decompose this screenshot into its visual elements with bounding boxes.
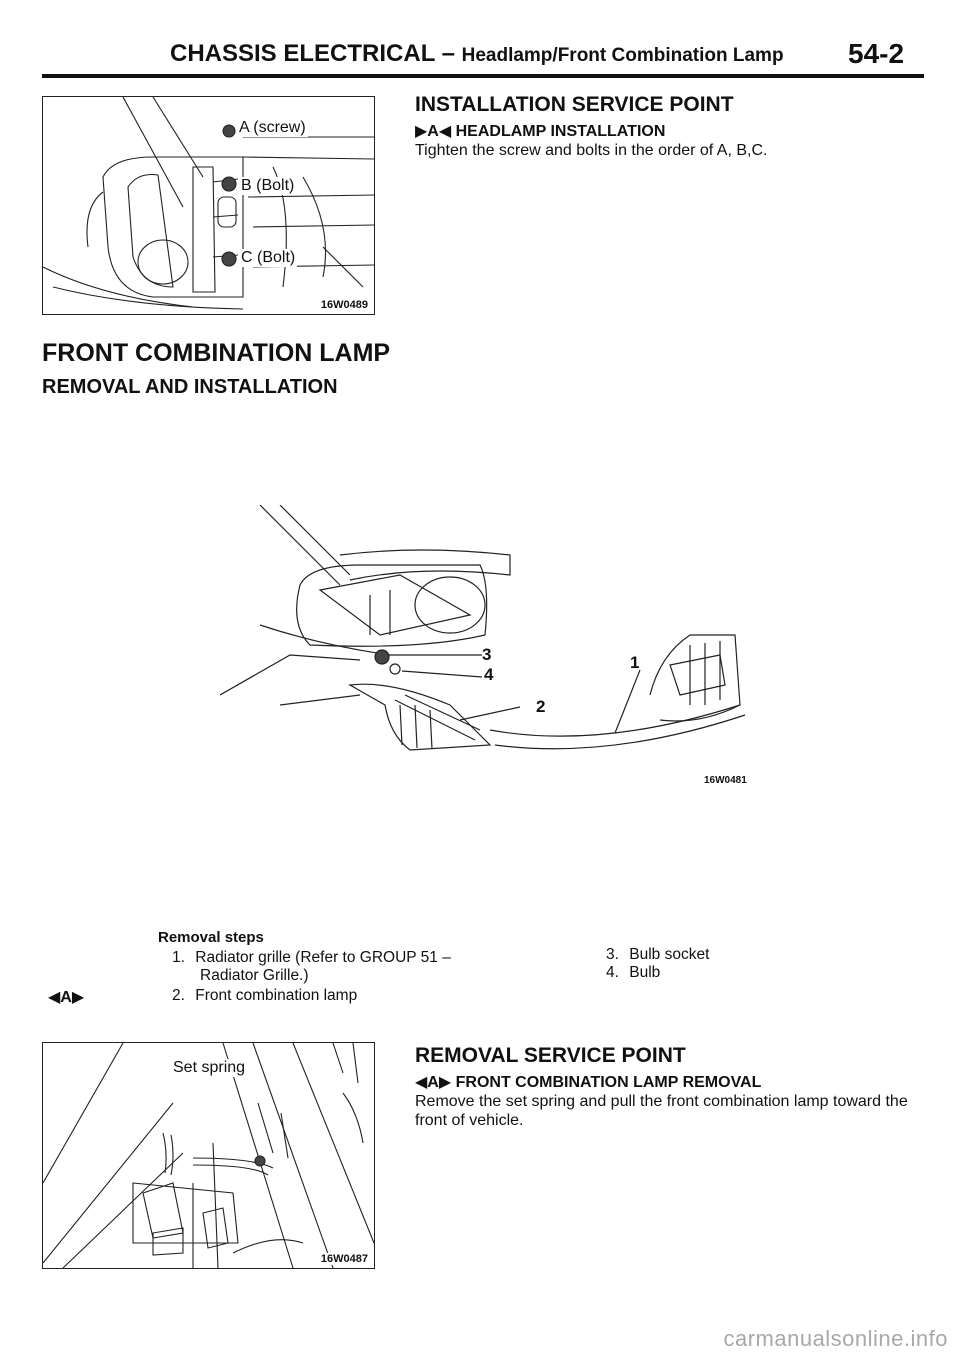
step-text-cont: Radiator Grille.) bbox=[200, 967, 309, 984]
figure-code: 16W0487 bbox=[318, 1253, 370, 1265]
front-lamp-removal-heading: ◀A▶ FRONT COMBINATION LAMP REMOVAL bbox=[415, 1072, 761, 1092]
service-marker-a: ◀A▶ bbox=[415, 1074, 452, 1091]
label-a-screw: A (screw) bbox=[237, 119, 308, 137]
header-section: CHASSIS ELECTRICAL bbox=[170, 40, 435, 67]
installation-service-title: INSTALLATION SERVICE POINT bbox=[415, 93, 734, 116]
front-combination-lamp-title: FRONT COMBINATION LAMP bbox=[42, 339, 391, 367]
exploded-illustration bbox=[220, 505, 746, 751]
headlamp-installation-subtitle: HEADLAMP INSTALLATION bbox=[455, 123, 666, 140]
set-spring-figure: Set spring 16W0487 bbox=[42, 1042, 375, 1269]
label-c-bolt: C (Bolt) bbox=[239, 249, 298, 267]
step-text: Radiator grille (Refer to GROUP 51 – bbox=[195, 949, 451, 966]
page-header-title: CHASSIS ELECTRICAL – Headlamp/Front Comb… bbox=[170, 40, 784, 68]
step-text: Front combination lamp bbox=[195, 987, 358, 1004]
figure-code: 16W0481 bbox=[704, 775, 747, 786]
step-number: 2. bbox=[172, 987, 185, 1004]
headlamp-installation-heading: ▶A◀ HEADLAMP INSTALLATION bbox=[415, 121, 665, 141]
step-number: 4. bbox=[606, 964, 619, 981]
site-watermark: carmanualsonline.info bbox=[723, 1326, 948, 1351]
header-topic: Headlamp/Front Combination Lamp bbox=[461, 45, 784, 66]
front-combination-lamp-exploded-view: 1 2 3 4 16W0481 bbox=[220, 505, 780, 795]
step-text: Bulb bbox=[629, 964, 661, 981]
front-lamp-removal-subtitle: FRONT COMBINATION LAMP REMOVAL bbox=[455, 1074, 762, 1091]
set-spring-label: Set spring bbox=[171, 1059, 248, 1077]
service-marker-a: ▶A◀ bbox=[415, 123, 452, 140]
callout-1: 1 bbox=[630, 653, 640, 672]
step-text: Bulb socket bbox=[629, 946, 710, 963]
callout-4: 4 bbox=[484, 665, 494, 684]
step-number: 3. bbox=[606, 946, 619, 963]
callout-2: 2 bbox=[536, 697, 546, 716]
removal-steps-title: Removal steps bbox=[158, 929, 264, 946]
removal-installation-title: REMOVAL AND INSTALLATION bbox=[42, 376, 338, 398]
header-dash: – bbox=[434, 40, 462, 67]
removal-step-4: 4. Bulb bbox=[606, 964, 660, 982]
label-b-bolt: B (Bolt) bbox=[239, 177, 297, 195]
removal-instruction: Remove the set spring and pull the front… bbox=[415, 1093, 908, 1129]
page-number: 54-2 bbox=[848, 38, 905, 69]
removal-service-title: REMOVAL SERVICE POINT bbox=[415, 1044, 686, 1067]
service-marker-a-removal: ◀A▶ bbox=[48, 989, 85, 1006]
headlamp-installation-figure: A (screw) B (Bolt) C (Bolt) 16W0489 bbox=[42, 96, 375, 315]
headlamp-illustration bbox=[43, 97, 374, 310]
removal-step-1: 1. Radiator grille (Refer to GROUP 51 – … bbox=[172, 949, 451, 985]
step-number: 1. bbox=[172, 949, 185, 966]
callout-3: 3 bbox=[482, 645, 492, 664]
removal-step-2: 2. Front combination lamp bbox=[172, 987, 357, 1005]
header-divider bbox=[42, 74, 924, 78]
removal-step-3: 3. Bulb socket bbox=[606, 946, 709, 964]
installation-instruction: Tighten the screw and bolts in the order… bbox=[415, 142, 768, 159]
set-spring-illustration bbox=[43, 1043, 374, 1268]
figure-code: 16W0489 bbox=[318, 299, 370, 311]
